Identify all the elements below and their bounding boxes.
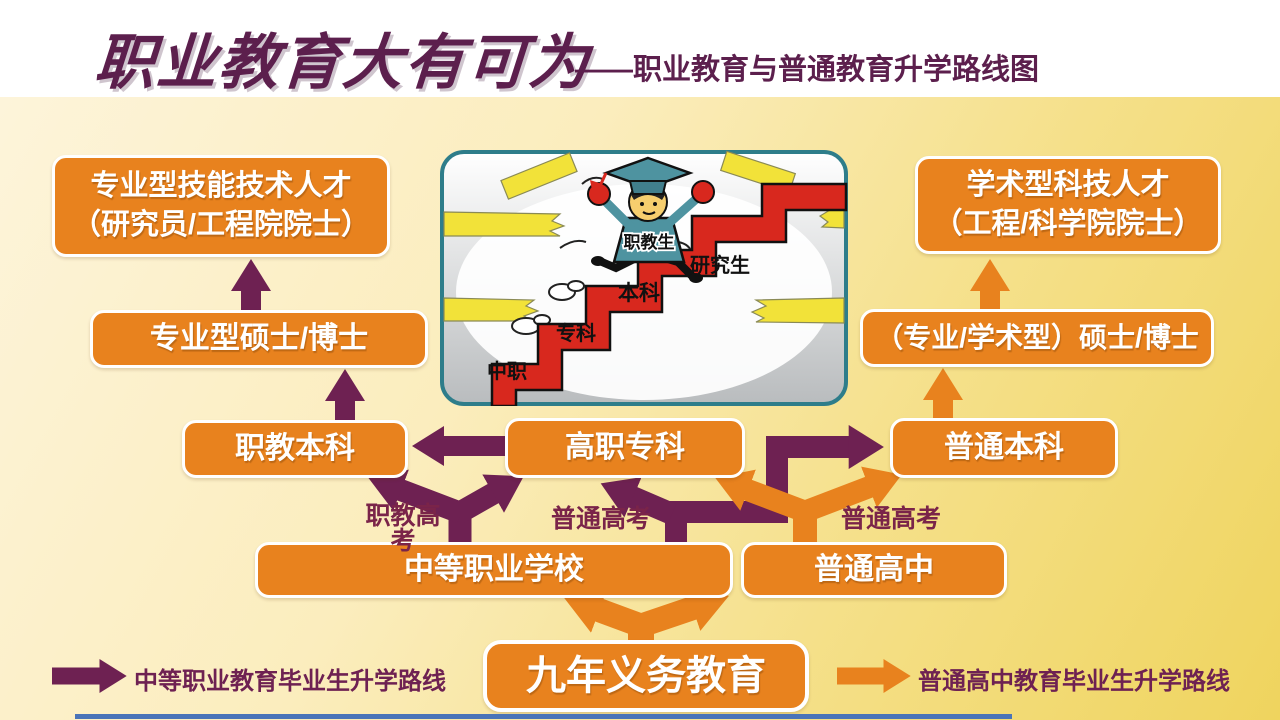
- node-label: 学术型科技人才: [966, 168, 1170, 201]
- node-vocational-bachelor: 职教本科: [182, 420, 408, 478]
- node-label: 职教本科: [235, 431, 355, 465]
- node-label: （专业/学术型）硕士/博士: [875, 322, 1199, 354]
- node-label: 专业型硕士/博士: [149, 321, 369, 355]
- node-professional-talent: 专业型技能技术人才 （研究员/工程院院士）: [52, 155, 390, 257]
- ribbon-decorations: [443, 150, 845, 324]
- label-general-exam-left: 普通高考: [550, 506, 651, 533]
- header-band: 职业教育大有可为 ——职业教育与普通教育升学路线图: [0, 0, 1280, 97]
- footer-blue-bar: [75, 714, 1012, 719]
- label-vocational-exam: 职教高考: [365, 503, 441, 555]
- node-professional-master: 专业型硕士/博士: [90, 310, 428, 368]
- stair-label-yanjiusheng: 研究生: [690, 253, 750, 277]
- page-title: 职业教育大有可为: [92, 29, 593, 96]
- node-label: 普通本科: [944, 430, 1064, 464]
- page-subtitle: ——职业教育与普通教育升学路线图: [575, 54, 1040, 86]
- node-mixed-master: （专业/学术型）硕士/博士: [860, 309, 1214, 367]
- node-general-bachelor: 普通本科: [890, 418, 1118, 478]
- stair-label-zhongzhi: 中职: [487, 359, 527, 383]
- legend-vocational-route: 中等职业教育毕业生升学路线: [134, 668, 446, 695]
- stair-label-benke: 本科: [618, 281, 660, 305]
- label-general-exam-right: 普通高考: [840, 506, 941, 533]
- dust-clouds: [511, 280, 585, 335]
- node-academic-talent: 学术型科技人才 （工程/科学院院士）: [915, 156, 1221, 254]
- node-label: 九年义务教育: [526, 654, 766, 698]
- node-label: （研究员/工程院院士）: [71, 209, 371, 241]
- boxing-glove-right: [691, 180, 715, 204]
- node-label: （工程/科学院院士）: [933, 208, 1203, 240]
- node-label: 高职专科: [565, 430, 685, 464]
- node-general-high-school: 普通高中: [741, 542, 1007, 598]
- node-secondary-vocational: 中等职业学校: [255, 542, 733, 598]
- legend-general-route: 普通高中教育毕业生升学路线: [918, 668, 1230, 695]
- node-label: 普通高中: [814, 552, 934, 586]
- chest-badge-label: 职教生: [624, 232, 675, 252]
- node-label: 专业型技能技术人才: [90, 169, 352, 202]
- stair-label-zhuanke: 专科: [556, 321, 596, 345]
- cartoon-student: 职教生: [587, 156, 715, 283]
- node-label: 中等职业学校: [404, 552, 584, 586]
- node-nine-year-compulsory: 九年义务教育: [483, 640, 809, 712]
- stairs-cartoon-illustration: 中职 专科 本科 研究生: [440, 150, 848, 406]
- node-higher-vocational: 高职专科: [505, 418, 745, 478]
- red-staircase: [490, 182, 848, 406]
